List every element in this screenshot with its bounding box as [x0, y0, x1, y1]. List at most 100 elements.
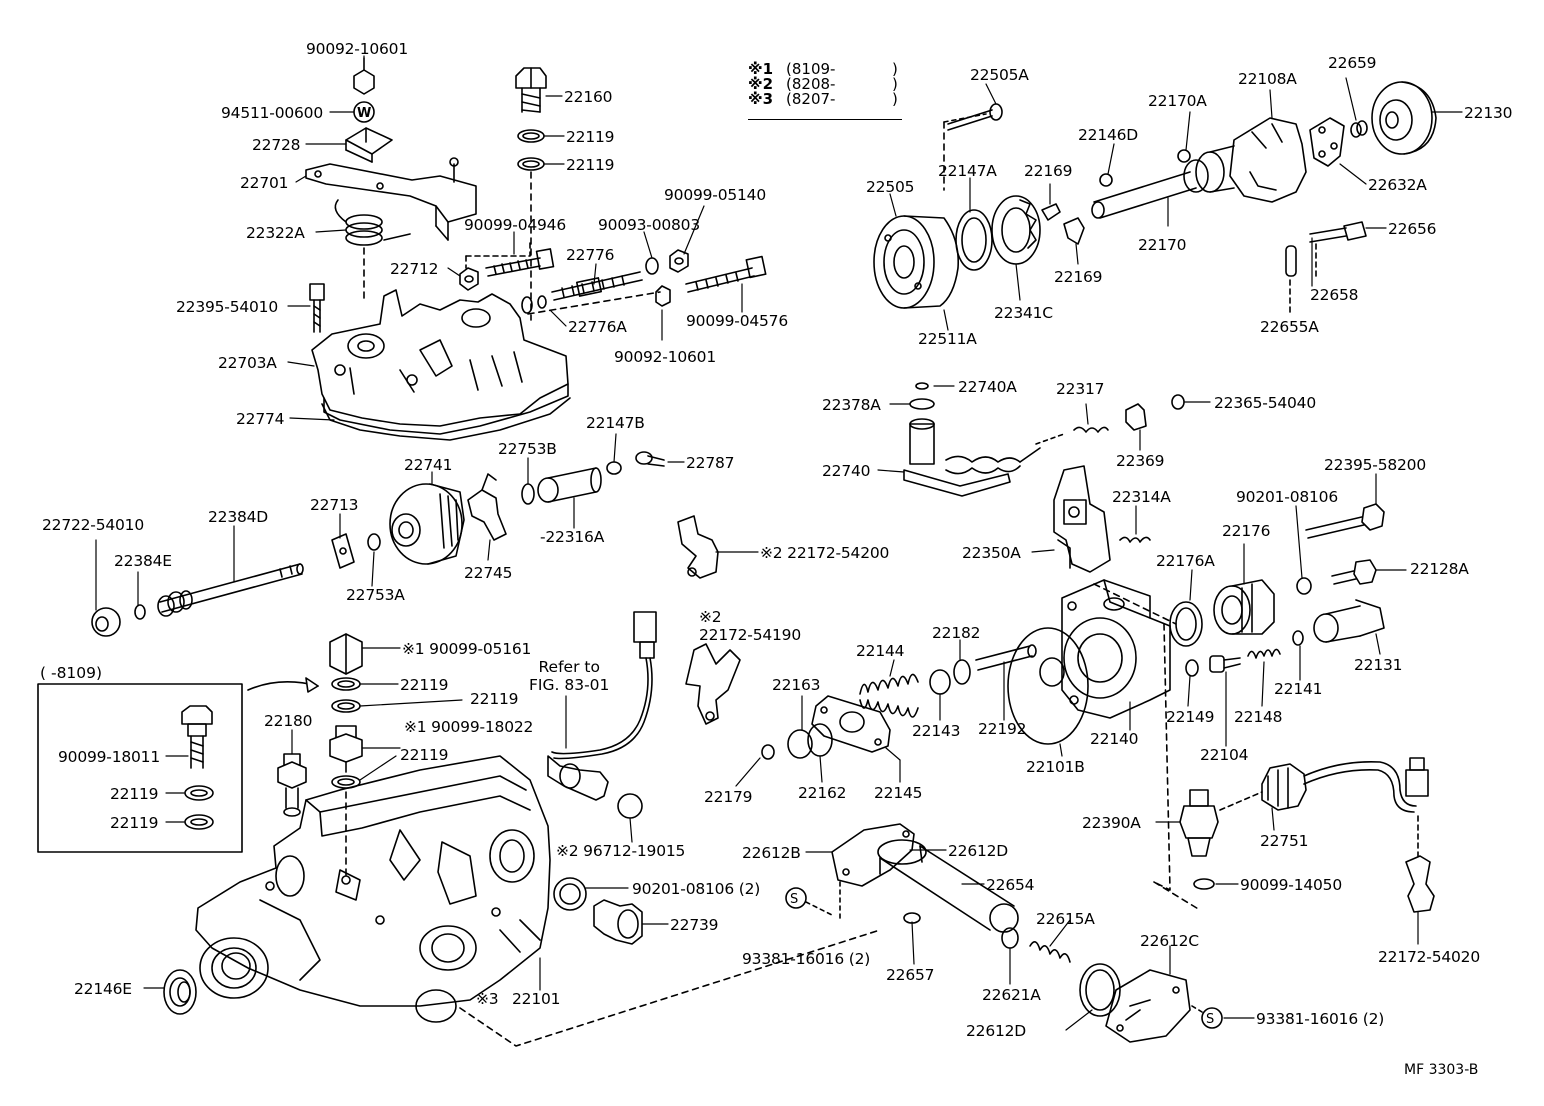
- bracket-22172-54020: [1405, 855, 1435, 913]
- part-label: 90093-00803: [598, 216, 701, 234]
- part-label: ※2: [699, 608, 722, 626]
- pin-22655A: [1285, 245, 1297, 277]
- screw-90099-04946: [485, 248, 555, 277]
- seat-22182: [953, 659, 971, 685]
- part-label: 90201-08106 (2): [632, 880, 761, 898]
- governor-cover-22703A: [311, 289, 569, 435]
- nut-22712: [459, 267, 479, 291]
- part-label: 22169: [1054, 268, 1103, 286]
- oring-22612D-low: [1079, 963, 1121, 1017]
- refer-note-line1: Refer to: [538, 658, 600, 676]
- washer-90093-00803: [645, 257, 659, 275]
- spring-22322A: [334, 199, 411, 246]
- part-label: 90201-08106: [1236, 488, 1339, 506]
- svg-text:S: S: [1206, 1012, 1214, 1027]
- part-label: 22369: [1116, 452, 1165, 470]
- part-label: 22182: [932, 624, 981, 642]
- ring-22722-54010: [91, 607, 121, 637]
- part-label: 22146D: [1078, 126, 1139, 144]
- legend-close: ): [892, 90, 898, 108]
- inset-box: [37, 683, 243, 853]
- pump-head-22140: [1061, 579, 1171, 719]
- ring-22146D: [1099, 173, 1113, 187]
- part-label: 22101: [512, 990, 561, 1008]
- part-label: 22395-58200: [1324, 456, 1427, 474]
- cap-nut-90099-05161: [329, 633, 363, 675]
- washer-22119-b: [517, 157, 545, 171]
- bolt-22395-58200: [1305, 503, 1385, 539]
- screw-22160: [515, 67, 547, 113]
- part-label: 22192: [978, 720, 1027, 738]
- washer-22119-c: [331, 677, 361, 691]
- washer-90201-08106: [1296, 577, 1312, 595]
- part-label: 22740: [822, 462, 871, 480]
- nut-90092-10601-mid: [655, 285, 671, 307]
- drive-shaft-22170: [1091, 145, 1235, 219]
- legend-text: (8109-: [786, 60, 836, 78]
- washer-94511-00600: W: [353, 101, 375, 123]
- part-label: 22753B: [498, 440, 557, 458]
- part-label: 22745: [464, 564, 513, 582]
- part-label: 22701: [240, 174, 289, 192]
- legend-close: ): [892, 75, 898, 93]
- washer-22119-d: [331, 699, 361, 713]
- part-label: 22145: [874, 784, 923, 802]
- part-label: 22147B: [586, 414, 645, 432]
- bracket-22172-54200: [677, 515, 719, 579]
- legend-close: ): [892, 60, 898, 78]
- part-label: 22378A: [822, 396, 881, 414]
- washer-22378A: [909, 398, 935, 410]
- pin-22787: [635, 451, 665, 467]
- part-label: 22162: [798, 784, 847, 802]
- part-label: 93381-16016 (2): [742, 950, 871, 968]
- part-label: 22703A: [218, 354, 277, 372]
- washer-22119-f: [184, 785, 214, 801]
- part-label: 22119: [400, 676, 449, 694]
- part-label: 22170A: [1148, 92, 1207, 110]
- part-label: 22141: [1274, 680, 1323, 698]
- plate-22147A: [955, 209, 993, 271]
- ring-22163: [787, 729, 813, 759]
- part-label: 22101B: [1026, 758, 1085, 776]
- part-label: 22119: [566, 156, 615, 174]
- part-label: 22740A: [958, 378, 1017, 396]
- pump-housing-22101: [195, 755, 551, 1023]
- part-label: 22119: [566, 128, 615, 146]
- governor-shaft-22384D: [157, 563, 304, 617]
- ring-22740A: [915, 382, 929, 390]
- part-label: 22659: [1328, 54, 1377, 72]
- pulley-22505: [873, 215, 960, 309]
- screw-22505A: [947, 103, 1003, 131]
- oring-96712-19015: [617, 793, 643, 819]
- part-label: 22108A: [1238, 70, 1297, 88]
- part-label: ※3: [476, 990, 499, 1008]
- part-label: 22146E: [74, 980, 132, 998]
- lever-22745: [467, 473, 507, 541]
- coupling-22108A: [1229, 117, 1307, 203]
- part-label: 90092-10601: [306, 40, 409, 58]
- sensor-22751: [1261, 757, 1429, 813]
- nut-90099-05140: [669, 249, 689, 273]
- refer-note: Refer to FIG. 83-01: [529, 658, 609, 694]
- part-label: 22176: [1222, 522, 1271, 540]
- part-label: 22317: [1056, 380, 1105, 398]
- part-label: 22656: [1388, 220, 1437, 238]
- svg-text:W: W: [357, 106, 371, 121]
- figure-code: MF 3303-B: [1404, 1062, 1479, 1078]
- part-label: 22384E: [114, 552, 172, 570]
- clip-22147B: [606, 461, 622, 475]
- part-label: 22172-54020: [1378, 948, 1481, 966]
- washer-22141: [1292, 630, 1304, 646]
- part-label: 90092-10601: [614, 348, 717, 366]
- bolt-22128A: [1331, 559, 1377, 585]
- part-label: 22119: [400, 746, 449, 764]
- part-label: 22741: [404, 456, 453, 474]
- bracket-22172-54190: [685, 643, 741, 725]
- washer-22119-a: [517, 129, 545, 143]
- washer-22753B: [521, 483, 535, 505]
- pin-22104: [1209, 655, 1241, 673]
- washer-22384E: [134, 604, 146, 620]
- part-label: 22119: [110, 785, 159, 803]
- connector-harness: [547, 611, 657, 801]
